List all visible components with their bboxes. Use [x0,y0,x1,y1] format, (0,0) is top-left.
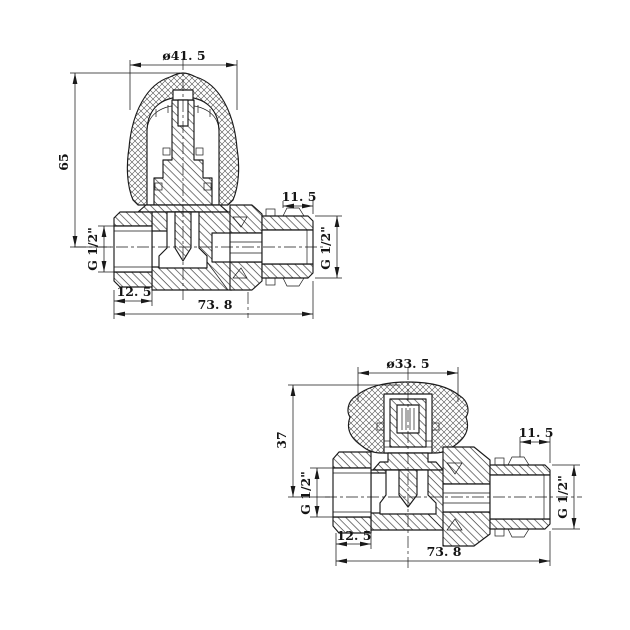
dim-overall-length-label: 73. 8 [427,544,462,559]
inlet-socket [113,211,153,288]
dim-inlet-thread-label: G 1/2" [85,227,100,271]
dim-thread-length: 11. 5 [519,425,554,463]
thread-runout [507,456,530,466]
dim-socket-length: 12. 5 [335,528,372,566]
dim-thread-length: 11. 5 [282,189,317,214]
o-ring-seal [203,182,212,191]
o-ring-seal [376,422,385,431]
o-ring-seal [425,440,433,448]
dim-thread-length-label: 11. 5 [519,425,554,440]
thread-runout [265,277,276,286]
o-ring-seal [195,147,204,156]
inlet-socket [332,451,372,534]
o-ring-seal [383,440,391,448]
valve-assembly-handwheel: ø41. 5 65 G 1/2" 11. 5 G 1/2" 12. 5 [56,48,342,319]
union-nut [229,204,263,291]
dim-cap-diameter: ø41. 5 [129,48,238,110]
nut-hex-lines [230,241,262,254]
dim-overall-height-label: 37 [274,431,289,448]
dim-overall-length: 73. 8 [336,531,551,566]
dim-cap-diameter: ø33. 5 [357,356,459,402]
dim-overall-height-label: 65 [56,153,71,170]
handwheel-ribs [155,105,211,117]
thread-runout [494,528,505,537]
dim-outlet-thread-label: G 1/2" [318,226,333,270]
dim-inlet-thread: G 1/2" [298,467,333,518]
dim-overall-length: 73. 8 [114,281,314,319]
o-ring-seal [431,422,440,431]
thread-runout [265,208,276,217]
valve-body [370,469,448,531]
thread-runout [494,457,505,466]
union-nut [442,446,491,547]
o-ring-seal [162,147,171,156]
cone-seal [446,462,463,475]
dim-inlet-thread-label: G 1/2" [298,471,313,515]
thread-runout [282,207,305,217]
dim-outlet-thread: G 1/2" [315,215,342,279]
dim-overall-height: 37 [274,384,400,498]
centerlines [325,368,582,568]
nut-hex-lines [443,492,490,504]
dim-thread-length-label: 11. 5 [282,189,317,204]
dim-socket-length-label: 12. 5 [337,528,372,543]
dim-cap-diameter-label: ø41. 5 [162,48,205,63]
dim-overall-length-label: 73. 8 [198,297,233,312]
valve-body [151,211,233,291]
thread-runout [282,277,305,287]
dim-inlet-thread: G 1/2" [85,225,114,273]
female-thread-lines [114,230,152,268]
cone-seal [232,216,248,228]
o-ring-seal [154,182,163,191]
female-thread-lines [333,472,371,513]
dim-outlet-thread: G 1/2" [552,464,580,530]
valve-assembly-cap: ø33. 5 37 G 1/2" 11. 5 G 1/2" 12. 5 [274,356,582,568]
cone-seal [446,518,463,531]
thread-runout [507,528,530,538]
cone-seal [232,267,248,279]
dim-outlet-thread-label: G 1/2" [555,475,570,519]
dim-socket-length-label: 12. 5 [117,284,152,299]
dim-cap-diameter-label: ø33. 5 [386,356,429,371]
